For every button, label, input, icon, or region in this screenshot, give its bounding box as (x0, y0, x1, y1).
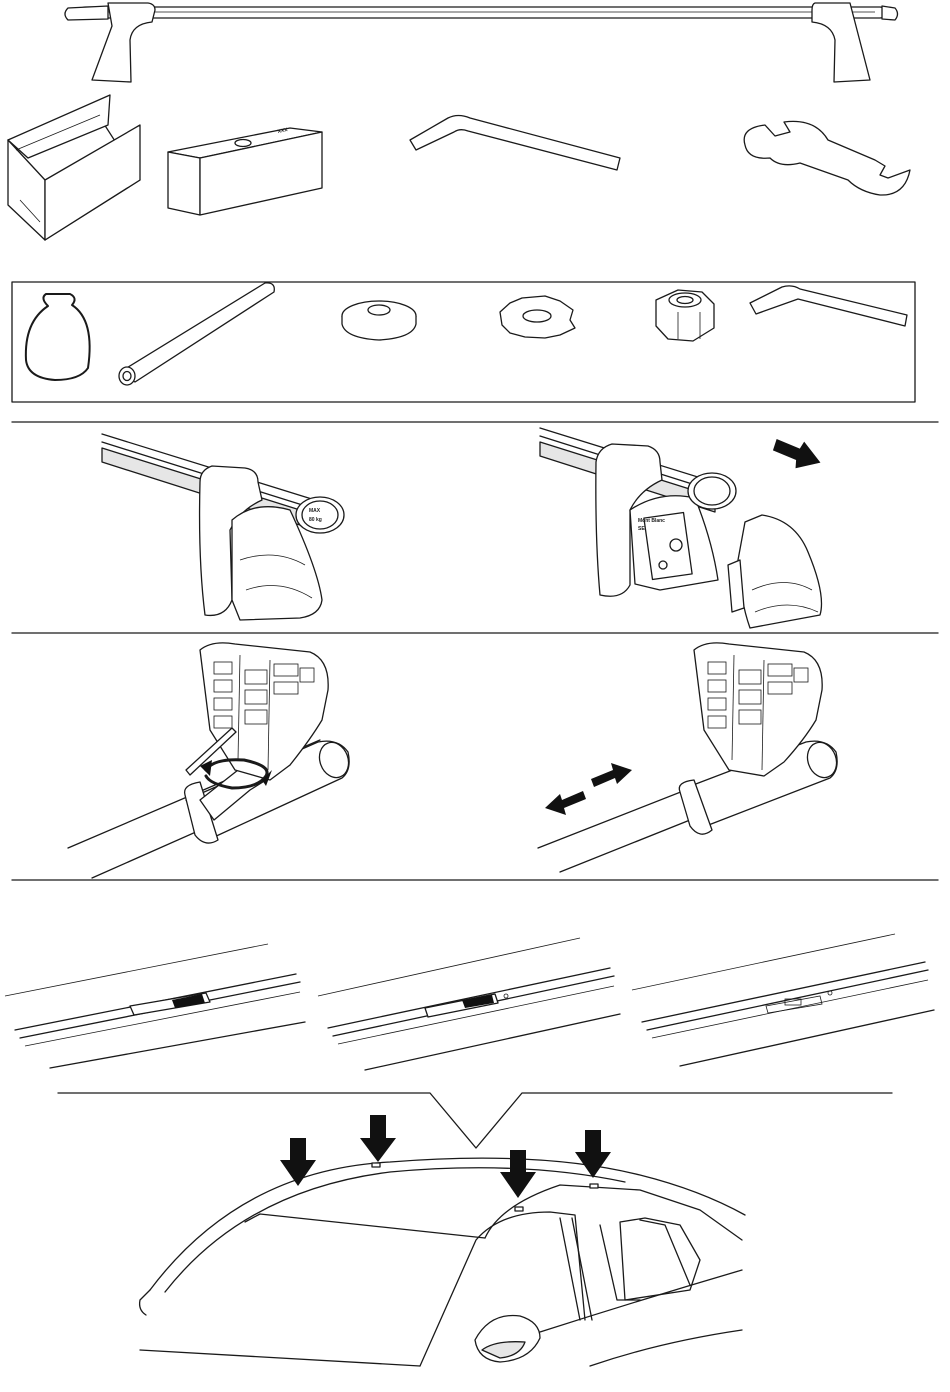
down-arrow-icon (500, 1150, 536, 1198)
cap-label-weight: 80 kg (309, 517, 322, 523)
step-foot-assembled: MAX 80 kg (102, 434, 344, 620)
cover-block-illustration: XXX (168, 127, 322, 215)
roof-bar-illustration (65, 3, 898, 82)
arrow-right-icon (770, 433, 825, 475)
step-tighten-key (68, 643, 353, 878)
lock-washer-illustration (500, 296, 575, 338)
bag-illustration (26, 294, 90, 380)
step-cover-removed: Mont Blanc SE (540, 428, 825, 628)
small-hex-key-illustration (750, 286, 907, 326)
callout-bracket (58, 1093, 892, 1148)
down-arrow-icon (360, 1115, 396, 1162)
footpad-label-model: SE (638, 526, 645, 532)
rail-detail-1 (5, 944, 305, 1068)
removed-cover-part (728, 515, 822, 628)
nut-illustration (656, 290, 714, 341)
washer-illustration (342, 301, 416, 340)
car-roof-illustration (140, 1158, 745, 1366)
rail-detail-3 (632, 934, 934, 1066)
box-illustration (8, 95, 140, 240)
tube-illustration (119, 283, 274, 385)
down-arrow-icon (280, 1138, 316, 1186)
cap-label-max: MAX (309, 508, 321, 514)
hex-key-illustration (410, 116, 620, 171)
hardware-frame (12, 282, 915, 402)
footpad-label-brand: Mont Blanc (638, 518, 665, 524)
spanner-illustration (744, 121, 910, 195)
double-arrow-icon (545, 791, 586, 815)
down-arrow-icon (575, 1130, 611, 1178)
rail-detail-2 (318, 938, 620, 1070)
step-adjust-position (538, 643, 841, 872)
